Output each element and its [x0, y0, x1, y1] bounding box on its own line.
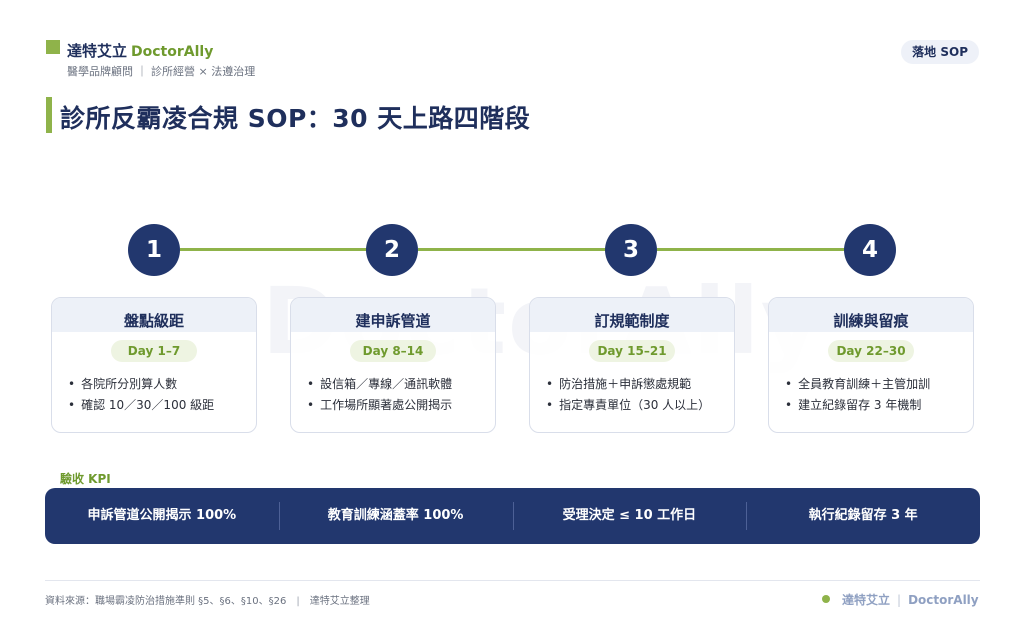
card-header: 訂規範制度: [530, 298, 734, 332]
timeline-connector: [657, 248, 846, 251]
card-title: 訂規範制度: [594, 312, 670, 330]
timeline-connector: [180, 248, 369, 251]
card-title: 盤點級距: [123, 312, 184, 330]
step-number-1: 1: [128, 224, 180, 276]
list-item: •全員教育訓練＋主管加訓: [785, 377, 931, 391]
footer-divider: [45, 580, 980, 581]
list-item: •設信箱／專線／通訊軟體: [307, 377, 453, 391]
step-number-2: 2: [366, 224, 418, 276]
footer-brand-en: DoctorAlly: [908, 593, 979, 607]
kpi-bar: 申訴管道公開揭示 100% 教育訓練涵蓋率 100% 受理決定 ≤ 10 工作日…: [45, 488, 980, 544]
sop-tag: 落地 SOP: [901, 40, 979, 64]
step-card-2: 建申訴管道 Day 8–14 •設信箱／專線／通訊軟體 •工作場所顯著處公開揭示: [290, 297, 496, 433]
step-card-4: 訓練與留痕 Day 22–30 •全員教育訓練＋主管加訓 •建立紀錄留存 3 年…: [768, 297, 974, 433]
page-title: 診所反霸凌合規 SOP：30 天上路四階段: [60, 104, 531, 133]
brand-name-zh: 達特艾立: [67, 42, 128, 60]
kpi-item: 執行紀錄留存 3 年: [746, 488, 980, 544]
title-accent-bar: [46, 97, 52, 133]
card-task-list: •防治措施＋申訴懲處規範 •指定專責單位（30 人以上）: [546, 374, 734, 416]
timeline-connector: [418, 248, 607, 251]
kpi-item: 申訴管道公開揭示 100%: [87, 508, 237, 523]
card-task-list: •設信箱／專線／通訊軟體 •工作場所顯著處公開揭示: [307, 374, 495, 416]
card-header: 建申訴管道: [291, 298, 495, 332]
footer-brand-zh: 達特艾立: [842, 593, 891, 607]
brand-mark: [46, 40, 60, 54]
list-item: •指定專責單位（30 人以上）: [546, 398, 711, 412]
step-card-1: 盤點級距 Day 1–7 •各院所分別算人數 •確認 10／30／100 級距: [51, 297, 257, 433]
card-header: 訓練與留痕: [769, 298, 973, 332]
step-card-3: 訂規範制度 Day 15–21 •防治措施＋申訴懲處規範 •指定專責單位（30 …: [529, 297, 735, 433]
source-citation: 資料來源：職場霸凌防治措施準則 §5、§6、§10、§26: [45, 596, 287, 607]
kpi-label: 驗收 KPI: [60, 472, 111, 486]
day-range-badge: Day 22–30: [828, 340, 914, 362]
list-item: •工作場所顯著處公開揭示: [307, 398, 453, 412]
card-header: 盤點級距: [52, 298, 256, 332]
day-range-badge: Day 8–14: [350, 340, 436, 362]
list-item: •建立紀錄留存 3 年機制: [785, 398, 922, 412]
compiled-by: 達特艾立整理: [309, 596, 370, 607]
kpi-item: 受理決定 ≤ 10 工作日: [512, 488, 747, 544]
kpi-item: 教育訓練涵蓋率 100%: [278, 488, 513, 544]
brand-name-en: DoctorAlly: [131, 44, 214, 60]
day-range-badge: Day 15–21: [589, 340, 675, 362]
list-item: •各院所分別算人數: [68, 377, 178, 391]
footer-dot: [822, 595, 830, 603]
card-title: 建申訴管道: [355, 312, 431, 330]
footer-source: 資料來源：職場霸凌防治措施準則 §5、§6、§10、§26|達特艾立整理: [45, 596, 370, 607]
day-range-badge: Day 1–7: [111, 340, 197, 362]
footer-brand: 達特艾立|DoctorAlly: [842, 593, 979, 607]
card-task-list: •全員教育訓練＋主管加訓 •建立紀錄留存 3 年機制: [785, 374, 973, 416]
step-number-3: 3: [605, 224, 657, 276]
list-item: •確認 10／30／100 級距: [68, 398, 215, 412]
brand-subtitle: 醫學品牌顧問 ｜ 診所經營 × 法遵治理: [67, 65, 256, 78]
step-number-4: 4: [844, 224, 896, 276]
card-title: 訓練與留痕: [833, 312, 909, 330]
card-task-list: •各院所分別算人數 •確認 10／30／100 級距: [68, 374, 256, 416]
list-item: •防治措施＋申訴懲處規範: [546, 377, 692, 391]
